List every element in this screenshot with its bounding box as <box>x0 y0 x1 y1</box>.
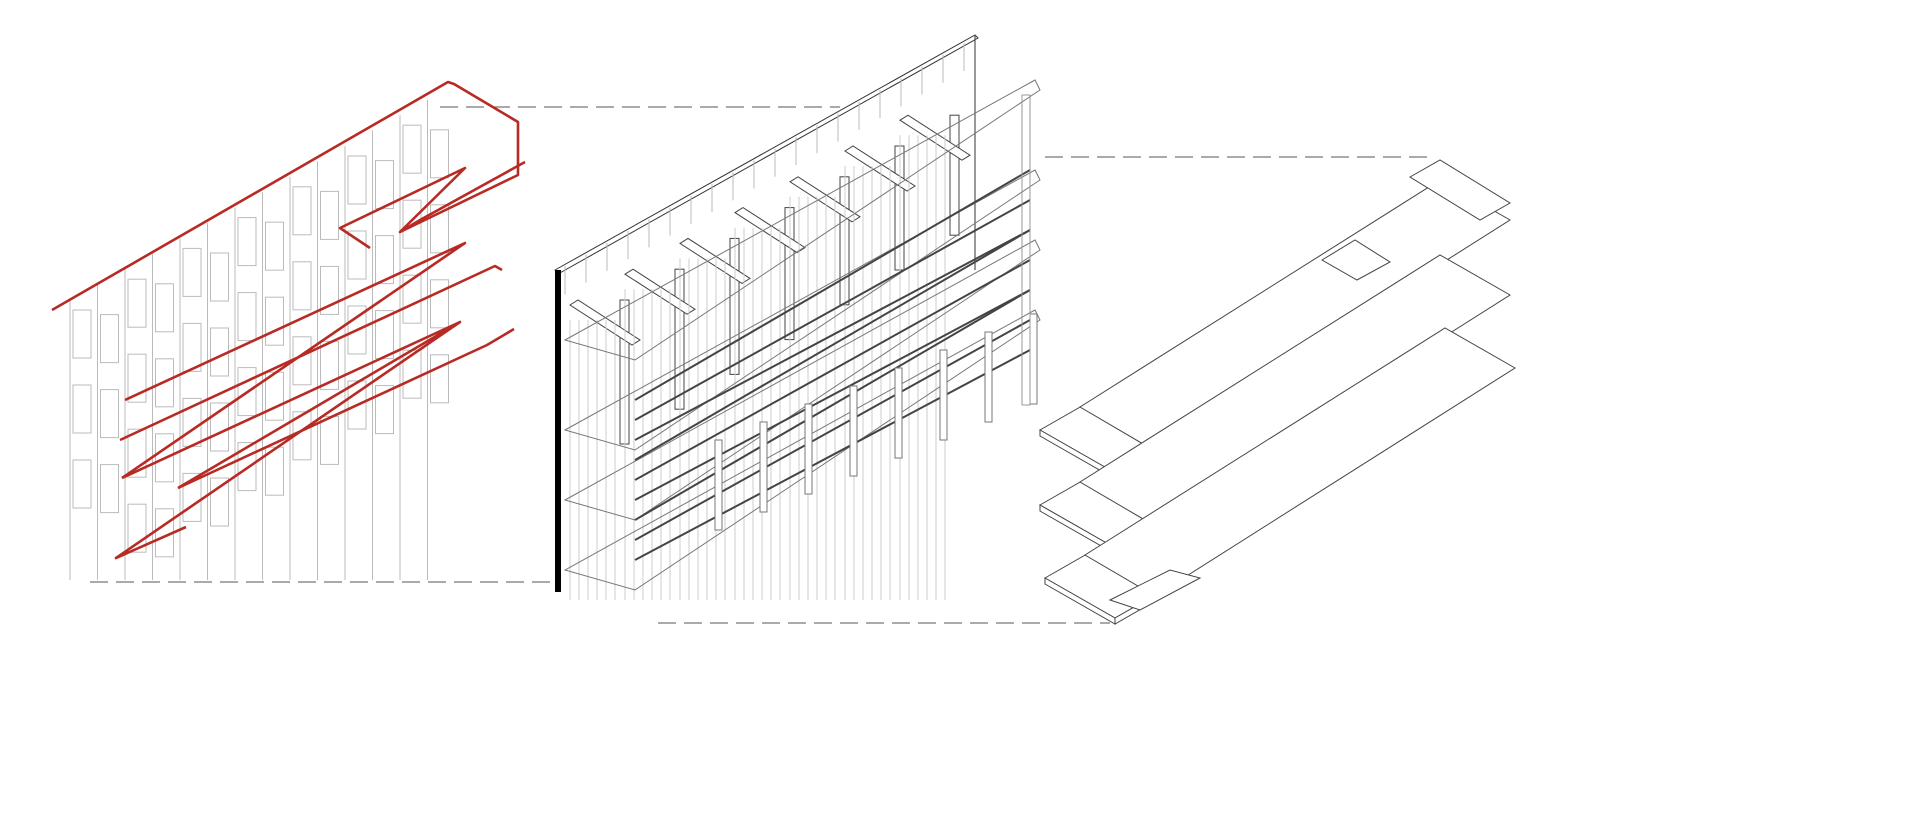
beam <box>899 114 971 161</box>
floor-slab <box>563 309 1041 591</box>
facade-panel <box>182 322 202 372</box>
facade-panel <box>292 336 312 386</box>
top-handrail <box>51 80 520 312</box>
floor-slab <box>563 79 1041 361</box>
facade-panel <box>375 235 394 285</box>
facade-panel <box>347 305 367 355</box>
facade-panel <box>430 129 449 179</box>
ramp-rail <box>634 229 1031 441</box>
facade-panel <box>127 503 147 553</box>
facade-panel <box>72 459 92 509</box>
support-post <box>714 439 723 531</box>
facade-panel <box>265 446 284 496</box>
facade-panel <box>210 252 229 302</box>
ramp-rail <box>634 199 1031 421</box>
facade-panel <box>430 354 449 404</box>
mid-landing <box>1321 239 1391 281</box>
beam <box>624 268 696 315</box>
facade-panel <box>375 160 394 210</box>
beam <box>789 176 861 223</box>
facade-panel <box>100 314 119 364</box>
upper-landing <box>1409 159 1511 221</box>
ramp-3 <box>121 320 462 490</box>
facade-panel <box>320 190 339 240</box>
facade-panel <box>127 353 147 403</box>
floor-slab <box>563 169 1041 451</box>
facade-panel <box>182 472 202 522</box>
ramp-1 <box>121 241 467 480</box>
beam <box>569 299 641 346</box>
facade-panel <box>155 433 174 483</box>
facade-panel <box>265 221 284 271</box>
facade-panel <box>100 389 119 439</box>
facade-panel <box>210 327 229 377</box>
support-post <box>984 331 993 423</box>
ramp-rail <box>634 319 1031 541</box>
column <box>949 114 960 236</box>
ramp-rail <box>634 289 1031 521</box>
facade-panel <box>320 415 339 465</box>
facade-panel <box>402 124 422 174</box>
facade-panel <box>237 217 257 267</box>
support-post <box>804 403 813 495</box>
facade-panel <box>347 155 367 205</box>
facade-panel <box>320 265 339 315</box>
support-post <box>939 349 948 441</box>
facade-panel <box>292 261 312 311</box>
bottom-ramp <box>1108 569 1202 611</box>
beam <box>679 237 751 284</box>
facade-panel <box>210 402 229 452</box>
facade-panel-layer <box>69 99 449 580</box>
facade-panel <box>375 310 394 360</box>
tall-post <box>1021 94 1031 406</box>
ramp-run <box>1084 327 1516 597</box>
ramp-rail <box>634 169 1031 401</box>
building-structure <box>554 34 1041 600</box>
beam <box>844 145 916 192</box>
beam <box>734 207 806 254</box>
facade-panel <box>402 349 422 399</box>
facade-panel <box>237 292 257 342</box>
ramp-slab-layer <box>1038 159 1516 625</box>
ramp-run <box>1079 179 1511 449</box>
ramp-rail <box>634 289 1031 501</box>
ramp-upper <box>399 160 526 234</box>
facade-panel <box>265 296 284 346</box>
alignment-guides <box>90 106 1435 624</box>
facade-panel <box>72 384 92 434</box>
support-post <box>894 367 903 459</box>
facade-panel <box>430 279 449 329</box>
support-post <box>1029 313 1038 405</box>
ramp-rail <box>634 259 1031 481</box>
facade-panel <box>72 309 92 359</box>
facade-panel <box>292 186 312 236</box>
facade-panel <box>210 477 229 527</box>
support-post <box>759 421 768 513</box>
ramp-run <box>1079 254 1511 524</box>
facade-panel <box>237 442 257 492</box>
facade-panel <box>127 278 147 328</box>
facade-panel <box>182 247 202 297</box>
facade-panel <box>100 464 119 514</box>
ramp-5 <box>114 320 461 560</box>
facade-panel <box>375 385 394 435</box>
circulation-path <box>51 80 526 560</box>
facade-panel <box>155 358 174 408</box>
facade-panel <box>347 380 367 430</box>
support-post <box>849 385 858 477</box>
facade-panel <box>430 204 449 254</box>
facade-panel <box>237 367 257 417</box>
ramp-4 <box>177 327 515 490</box>
floor-slab <box>563 239 1041 521</box>
facade-panel <box>155 283 174 333</box>
facade-panel <box>402 199 422 249</box>
facade-panel <box>347 230 367 280</box>
ramp-rail <box>634 349 1031 561</box>
ramp-2 <box>119 264 503 442</box>
ramp-rail <box>634 229 1031 461</box>
facade-panel <box>127 428 147 478</box>
